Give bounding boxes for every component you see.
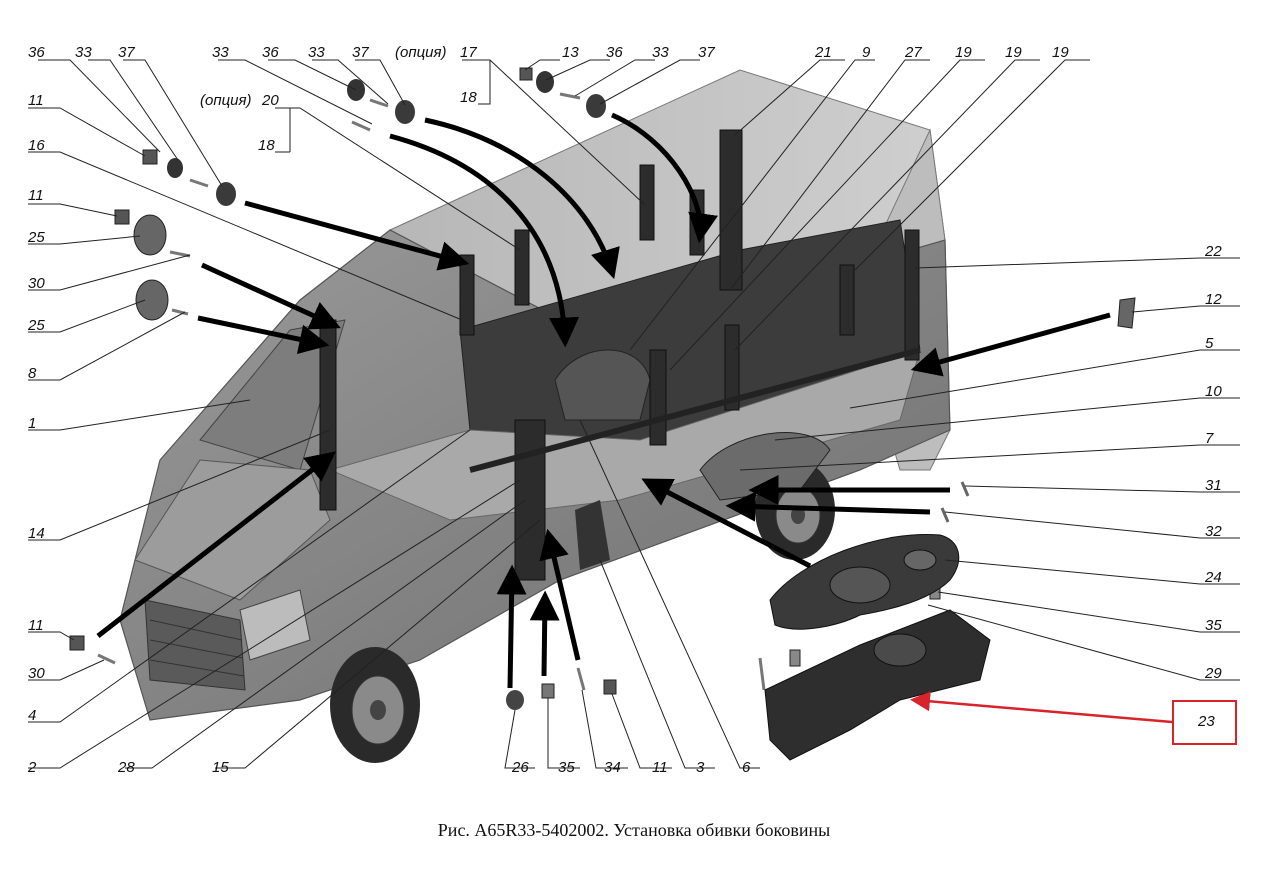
callout-16: 16: [28, 137, 45, 154]
callout-25-b: 25: [27, 317, 45, 334]
figure-caption: Рис. А65R33-5402002. Установка обивки бо…: [437, 820, 831, 840]
callout-12: 12: [1205, 291, 1222, 308]
callout-13: 13: [562, 44, 579, 61]
callout-33-d: 33: [652, 44, 669, 61]
callout-35-b: 35: [1205, 617, 1222, 634]
callout-5: 5: [1205, 335, 1214, 352]
fastener-parts: [69, 67, 1136, 710]
callout-2: 2: [27, 759, 37, 776]
callout-15: 15: [212, 759, 229, 776]
wheel-arch-liner-part: [764, 609, 991, 761]
callout-27: 27: [904, 44, 922, 61]
callout-10: 10: [1205, 383, 1222, 400]
callout-18-top: 18: [460, 89, 477, 106]
callout-22: 22: [1204, 243, 1222, 260]
callout-24: 24: [1204, 569, 1222, 586]
callout-36-a: 36: [28, 44, 45, 61]
callout-20: 20: [261, 92, 279, 109]
callout-26: 26: [511, 759, 529, 776]
callout-18-mid: 18: [258, 137, 275, 154]
callout-14: 14: [28, 525, 45, 542]
callout-31: 31: [1205, 477, 1222, 494]
callout-3: 3: [696, 759, 705, 776]
callout-33-c: 33: [308, 44, 325, 61]
callout-17: 17: [460, 44, 477, 61]
callout-8: 8: [28, 365, 37, 382]
callout-30-b: 30: [28, 665, 45, 682]
callout-6: 6: [742, 759, 751, 776]
callout-9: 9: [862, 44, 871, 61]
callout-option-top: (опция): [395, 44, 447, 61]
callout-11-c: 11: [28, 617, 44, 634]
van-front-wheel: [330, 647, 420, 763]
pointer-arrows: [96, 112, 1111, 689]
callout-37-a: 37: [118, 44, 135, 61]
callout-23: 23: [1197, 713, 1215, 730]
callout-11-d: 11: [652, 759, 668, 776]
callout-37-c: 37: [698, 44, 715, 61]
callout-33-a: 33: [75, 44, 92, 61]
callout-11-a: 11: [28, 92, 44, 109]
van-floor: [328, 349, 921, 521]
callout-36-b: 36: [262, 44, 279, 61]
callout-34: 34: [604, 759, 621, 776]
callout-37-b: 37: [352, 44, 369, 61]
leader-lines: [28, 59, 1240, 769]
van-illustration: [119, 69, 951, 763]
callout-35-a: 35: [558, 759, 575, 776]
callout-labels: 36 33 37 33 36 33 37 (опция) 17 18 13 36…: [27, 44, 1222, 776]
callout-19-b: 19: [1005, 44, 1022, 61]
callout-1: 1: [28, 415, 36, 432]
van-windshield: [199, 319, 346, 471]
callout-19-a: 19: [955, 44, 972, 61]
callout-7: 7: [1205, 430, 1214, 447]
callout-19-c: 19: [1052, 44, 1069, 61]
callout-4: 4: [28, 707, 36, 724]
callout-28: 28: [117, 759, 135, 776]
callout-33-b: 33: [212, 44, 229, 61]
callout-11-b: 11: [28, 187, 44, 204]
callout-29: 29: [1204, 665, 1222, 682]
callout-36-c: 36: [606, 44, 623, 61]
callout-30-a: 30: [28, 275, 45, 292]
callout-32: 32: [1205, 523, 1222, 540]
callout-21: 21: [814, 44, 832, 61]
highlight-arrow: [910, 691, 1173, 724]
callout-25-a: 25: [27, 229, 45, 246]
callout-option-mid: (опция): [200, 92, 252, 109]
highlight-box: [1172, 700, 1237, 745]
